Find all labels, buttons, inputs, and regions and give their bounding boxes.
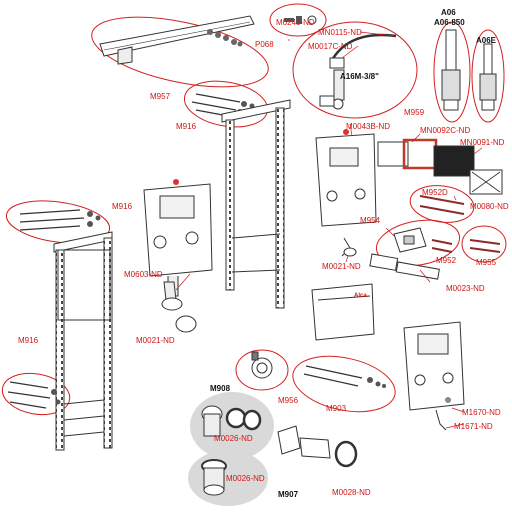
flush-valve-a06e	[479, 43, 497, 111]
frame-left	[53, 231, 113, 451]
outline-m903	[292, 355, 396, 413]
flush-plate-set	[377, 138, 503, 195]
label-m952d: M952D	[422, 188, 448, 197]
outline-m916-left-bottom	[1, 372, 71, 416]
rings-m907	[201, 459, 227, 496]
bolts-m916-left-top	[19, 209, 101, 231]
cistern-left	[143, 179, 213, 297]
label-m1670: M1670-ND	[462, 408, 501, 417]
label-m1671: M1671-ND	[454, 422, 493, 431]
outline-m959	[292, 21, 418, 119]
label-m0023: M0023-ND	[446, 284, 485, 293]
label-m903: M903	[326, 404, 347, 413]
label-m954: M954	[360, 216, 381, 225]
label-mn0091: MN0091-ND	[460, 138, 505, 147]
leader-lines	[175, 31, 483, 429]
rings-m908	[201, 405, 262, 437]
top-rail-m957	[99, 15, 255, 65]
label-m0243: M0243-ND	[276, 18, 315, 27]
rods-m955	[469, 239, 501, 253]
outline-a06e	[471, 29, 505, 123]
label-m916-left-bottom: M916	[18, 336, 39, 345]
bolts-m903	[303, 365, 386, 388]
label-p068: P068	[255, 40, 274, 49]
cistern-right	[315, 129, 377, 227]
label-m908: M908	[210, 384, 231, 393]
outline-m0243	[269, 3, 327, 37]
label-m0603: M0603-ND	[124, 270, 163, 279]
label-m0080: M0080-ND	[470, 202, 509, 211]
label-a06-850: A06-850	[434, 18, 465, 27]
outline-m952d	[409, 185, 475, 223]
label-m0026-top: M0026-ND	[214, 434, 253, 443]
flush-valve-a06	[441, 29, 461, 111]
cistern-shield	[311, 283, 375, 341]
label-m956: M956	[278, 396, 299, 405]
label-m916-left-top: M916	[112, 202, 133, 211]
label-m0043b: M0043B-ND	[346, 122, 391, 131]
label-m0021-left: M0021-ND	[136, 336, 175, 345]
label-a16m: A16M-3/8"	[340, 72, 379, 81]
label-m0017c: M0017C-ND	[308, 42, 353, 51]
rods-m952	[431, 239, 453, 253]
outline-m956	[235, 349, 289, 391]
rods-m952d	[419, 195, 465, 215]
label-m959: M959	[404, 108, 425, 117]
drain-left	[161, 281, 197, 333]
label-m0026-bottom: M0026-ND	[226, 474, 265, 483]
outline-m954	[375, 219, 461, 267]
bolts-m916-left-bottom	[7, 381, 61, 409]
label-m957: M957	[150, 92, 171, 101]
label-m0028: M0028-ND	[332, 488, 371, 497]
outline-m916-left-top	[5, 200, 111, 244]
label-m916-top: M916	[176, 122, 197, 131]
screws-m0243	[284, 15, 317, 25]
label-a06: A06	[441, 8, 456, 17]
label-m955: M955	[476, 258, 497, 267]
outline-a06	[433, 21, 471, 123]
label-mn0092c: MN0092C-ND	[420, 126, 471, 135]
callout-outlines	[1, 3, 507, 416]
pipes-m0028	[277, 425, 358, 468]
label-m952: M952	[436, 256, 457, 265]
cistern-bottom-right	[403, 321, 465, 431]
label-mn0115: MN0115-ND	[318, 28, 362, 37]
frame-center	[221, 99, 291, 309]
outline-m955	[461, 225, 507, 263]
label-a06e: A06E	[476, 36, 497, 45]
alca-logo: Alca	[354, 293, 367, 299]
mechanism-m954	[393, 227, 427, 253]
label-m907: M907	[278, 490, 299, 499]
label-m0021-right: M0021-ND	[322, 262, 361, 271]
outline-m957	[91, 16, 269, 88]
pipe-m0023	[341, 237, 440, 280]
clamp-m956	[251, 351, 273, 379]
